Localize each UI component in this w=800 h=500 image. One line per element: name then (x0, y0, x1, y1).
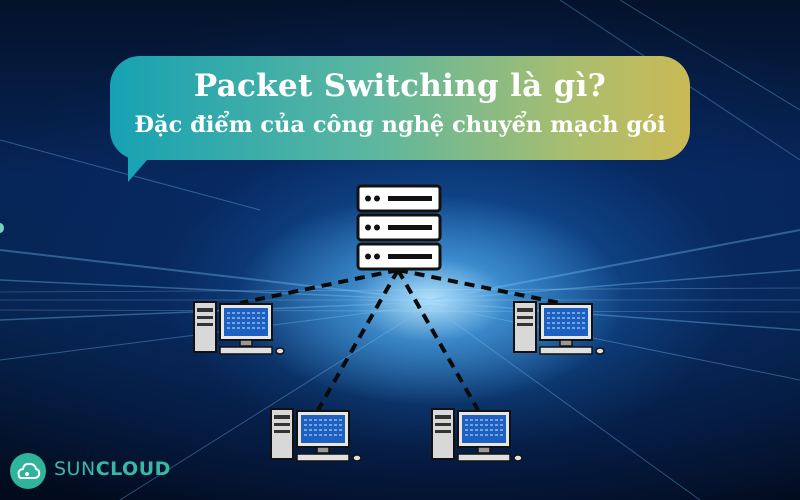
computer-right (513, 301, 605, 355)
link-bottom-left (316, 269, 400, 411)
title-speech-bubble: Packet Switching là gì? Đặc điểm của côn… (110, 56, 690, 184)
brand-name-part2: CLOUD (95, 458, 171, 480)
computer-left (193, 301, 285, 355)
computer-bottom-right (431, 408, 523, 462)
page-subtitle: Đặc điểm của công nghệ chuyển mạch gói (134, 112, 666, 138)
desktop-computer-icon (513, 301, 605, 355)
server-rack-icon (356, 184, 442, 271)
brand-name-part1: SUN (54, 458, 96, 480)
desktop-computer-icon (193, 301, 285, 355)
desktop-computer-icon (431, 408, 523, 462)
computer-bottom-left (270, 408, 362, 462)
link-right (397, 268, 561, 305)
link-bottom-right (396, 269, 480, 411)
brand-name: SUNCLOUD (54, 458, 171, 480)
page-title: Packet Switching là gì? (193, 68, 607, 104)
link-left (239, 268, 399, 305)
speech-bubble-body: Packet Switching là gì? Đặc điểm của côn… (110, 56, 690, 160)
cloud-logo-icon (10, 453, 46, 489)
edge-accent-dot (0, 223, 4, 233)
brand-logo: SUNCLOUD (10, 453, 170, 489)
desktop-computer-icon (270, 408, 362, 462)
